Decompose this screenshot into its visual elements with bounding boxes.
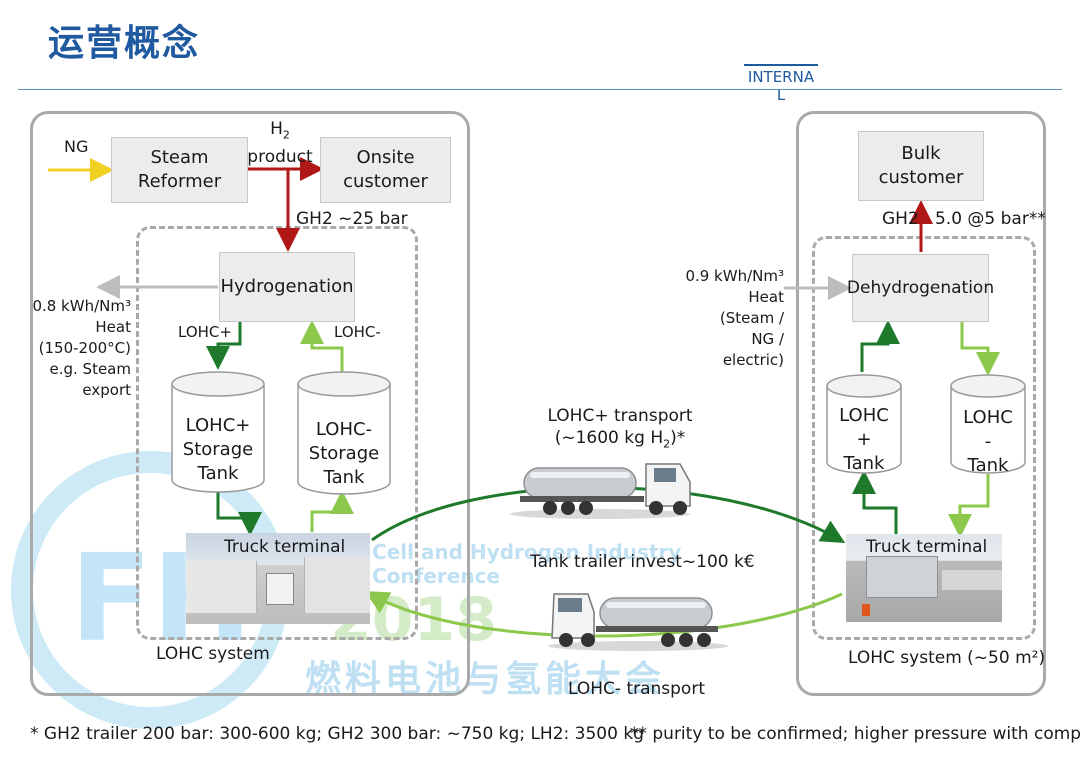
tank-minus-right-line-3: Tank (967, 455, 1009, 476)
heat-export-line-4: e.g. Steam (49, 360, 132, 378)
lohc-plus-storage-tank-left (171, 371, 265, 493)
truck-terminal-left-photo (186, 533, 370, 624)
classification-line-1: INTERNA (744, 64, 818, 88)
h2-product-label: H2 product (240, 118, 320, 168)
tank-plus-left-line-1: LOHC+ (185, 415, 251, 436)
bulk-customer-line-1: Bulk (901, 143, 941, 164)
terminal-to-tank-plus-arrow (852, 470, 898, 534)
gh2-purity-label: GH2 5.0 @5 bar** (882, 209, 1046, 229)
tank-trailer-invest-label: Tank trailer invest~100 k€ (530, 552, 755, 572)
h2-product-text: product (247, 147, 313, 168)
heat-input-line-4: NG / (751, 330, 784, 348)
bulk-customer-line-2: customer (878, 167, 964, 188)
traffic-cone (862, 604, 870, 616)
lohc-plus-tank-right (826, 374, 902, 474)
lohc-minus-label: LOHC- (334, 323, 381, 341)
tank-plus-left-line-3: Tank (197, 463, 239, 484)
page-title: 运营概念 (48, 23, 201, 64)
watermark-line-1: Cell and Hydrogen Industry (372, 540, 682, 564)
tank-minus-left-label: LOHC- Storage Tank (298, 418, 390, 490)
truck-terminal-right-photo (846, 534, 1002, 622)
tank-minus-right-label: LOHC - Tank (951, 406, 1025, 478)
production-site-panel (30, 111, 470, 696)
lohc-system-right-boundary (812, 236, 1036, 640)
forward-transport-line-2: (~1600 kg H (554, 428, 664, 448)
steam-reformer-line-2: Reformer (137, 171, 222, 192)
tank-plus-left-label: LOHC+ Storage Tank (172, 414, 264, 486)
tank-plus-left-line-2: Storage (182, 439, 254, 460)
dehydrogenation-box: Dehydrogenation (847, 254, 994, 322)
lohc-plus-label: LOHC+ (178, 323, 232, 341)
steam-reformer-line-1: Steam (150, 147, 209, 168)
lohc-minus-transport-arrow (364, 591, 843, 638)
footnote-part-1: * GH2 trailer 200 bar: 300-600 kg; GH2 3… (30, 724, 644, 744)
footnote-part-2: ** purity to be confirmed; higher pressu… (629, 724, 1080, 744)
forward-transport-line-1: LOHC+ transport (547, 406, 693, 426)
tank-plus-right-line-3: Tank (843, 453, 885, 474)
dehydrogenation-label: Dehydrogenation (846, 278, 995, 298)
lohc-minus-tank-right (950, 374, 1026, 474)
lohc-system-right-label: LOHC system (~50 m²) (848, 648, 1046, 668)
classification-label: INTERNA L (744, 64, 818, 104)
truck-terminal-left-label: Truck terminal (224, 537, 346, 557)
heat-input-line-2: Heat (748, 288, 784, 306)
tank-minus-right-line-1: LOHC (963, 407, 1013, 428)
footnote: * GH2 trailer 200 bar: 300-600 kg; GH2 3… (30, 724, 1080, 744)
heat-input-line-1: 0.9 kWh/Nm³ (685, 267, 784, 285)
gh2-pressure-label: GH2 ~25 bar (296, 209, 408, 229)
return-transport-label: LOHC- transport (568, 679, 705, 699)
bulk-customer-box: Bulk customer (858, 131, 984, 201)
terminal-truck-cab (266, 573, 294, 605)
heat-export-line-1: 0.8 kWh/Nm³ (32, 297, 131, 315)
hydrogenation-box: Hydrogenation (219, 252, 355, 322)
truck-terminal-right-label: Truck terminal (866, 537, 988, 557)
terminal-shed-left (186, 561, 257, 613)
onsite-customer-line-2: customer (343, 171, 428, 192)
tank-minus-right-line-2: - (984, 431, 992, 452)
heat-export-label: 0.8 kWh/Nm³ Heat (150-200°C) e.g. Steam … (14, 296, 131, 401)
tank-plus-right-label: LOHC + Tank (827, 404, 901, 476)
classification-line-2: L (776, 86, 786, 104)
onsite-customer-box: Onsite customer (320, 137, 451, 203)
terminal-shed-right (304, 557, 370, 613)
heat-export-line-3: (150-200°C) (38, 339, 131, 357)
truck-forward-icon (510, 463, 691, 519)
forward-transport-line-2-end: )* (670, 428, 686, 448)
dehydrogenation-to-tank-minus-arrow (960, 322, 1000, 376)
terminal-tanker (866, 556, 938, 598)
forward-transport-label: LOHC+ transport (~1600 kg H2)* (535, 405, 705, 455)
tank-minus-left-line-1: LOHC- (315, 419, 373, 440)
lohc-system-left-label: LOHC system (156, 644, 270, 664)
heat-export-line-5: export (82, 381, 131, 399)
tank-plus-to-dehydrogenation-arrow (860, 320, 900, 372)
heat-export-line-2: Heat (95, 318, 131, 336)
watermark-line-2: Conference (372, 564, 501, 588)
tank-plus-to-terminal-arrow (216, 492, 262, 536)
lohc-minus-storage-tank-left (297, 371, 391, 495)
heat-input-line-3: (Steam / (719, 309, 784, 327)
lohc-plus-to-tank-arrow (206, 322, 242, 370)
hydrogenation-label: Hydrogenation (220, 276, 354, 297)
tank-plus-right-line-2: + (856, 429, 872, 450)
h2-product-sub: 2 (282, 128, 290, 142)
terminal-pipework (942, 570, 1002, 590)
delivery-site-panel (796, 111, 1046, 696)
forward-transport-sub: 2 (663, 437, 671, 451)
onsite-customer-line-1: Onsite (356, 147, 415, 168)
tank-minus-left-line-2: Storage (308, 443, 380, 464)
heat-input-line-5: electric) (722, 351, 784, 369)
terminal-to-tank-minus-arrow (310, 490, 354, 532)
lohc-minus-to-hydrogenation-arrow (300, 320, 344, 372)
tank-minus-left-line-3: Tank (323, 467, 365, 488)
tank-plus-right-line-1: LOHC (839, 405, 889, 426)
h2-product-h: H (270, 119, 283, 139)
title-divider (18, 89, 1062, 90)
heat-input-label: 0.9 kWh/Nm³ Heat (Steam / NG / electric) (668, 266, 784, 371)
lohc-system-left-boundary (136, 226, 418, 640)
ng-label: NG (64, 137, 89, 156)
truck-return-icon (548, 593, 728, 651)
tank-minus-to-terminal-arrow (948, 474, 990, 538)
